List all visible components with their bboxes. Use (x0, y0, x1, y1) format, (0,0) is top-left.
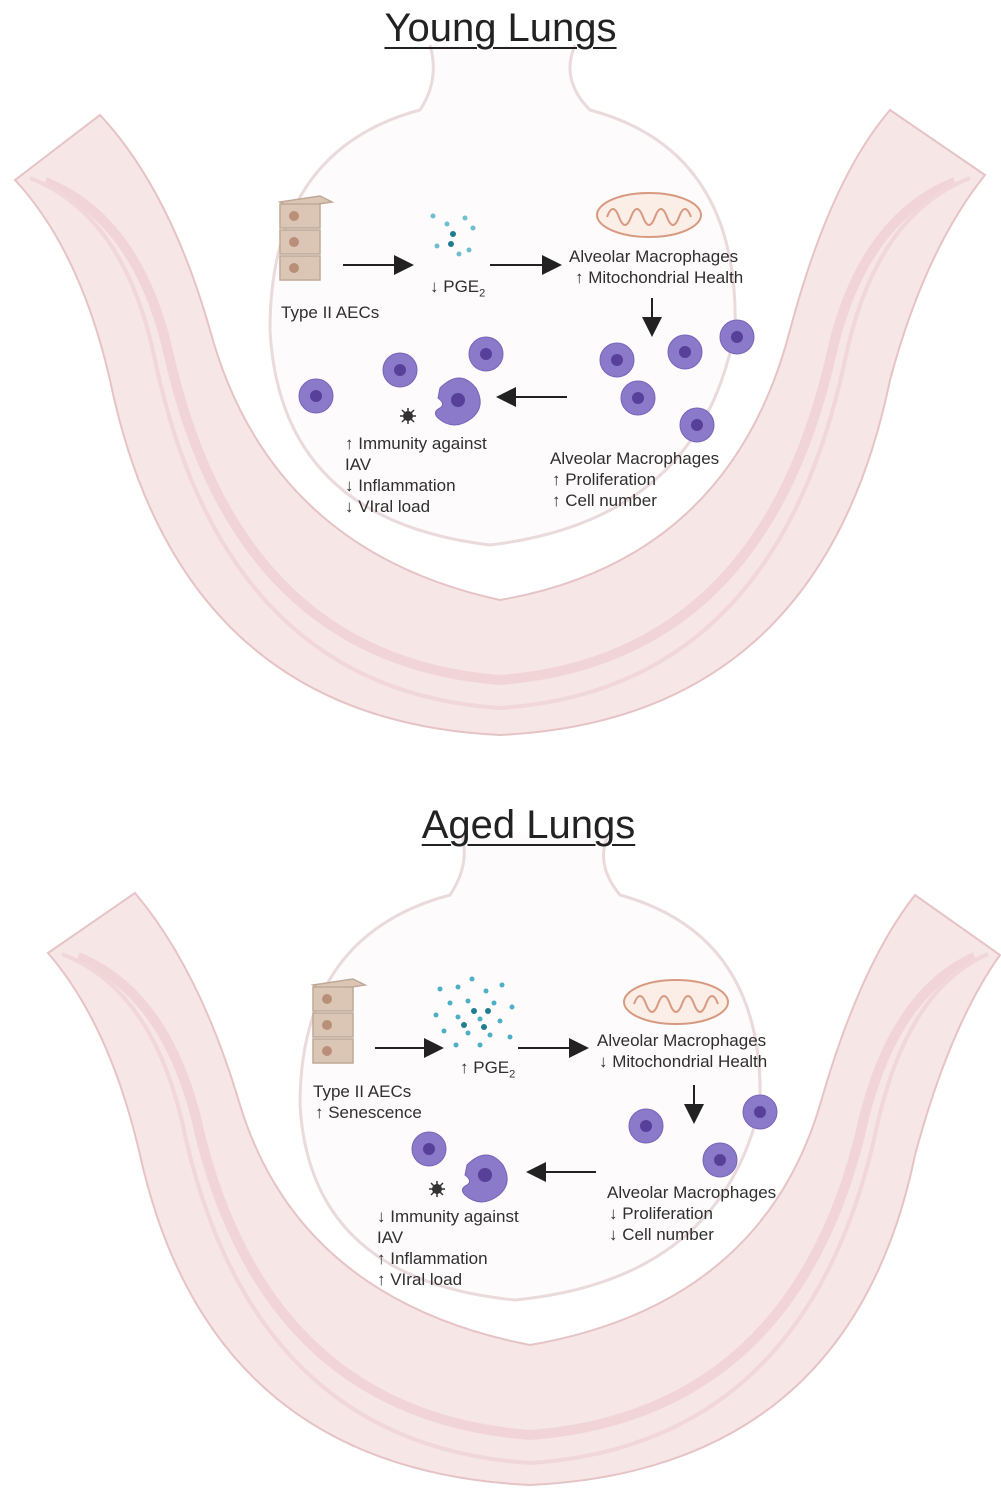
pge2-label: ↓ PGE2 (430, 276, 485, 304)
macrophages-fighting-virus (290, 330, 510, 440)
am-mito-label: Alveolar Macrophages ↑ Mitochondrial Hea… (569, 246, 743, 288)
virus-icon (400, 408, 416, 424)
macrophages-fighting-virus (405, 1127, 515, 1207)
am-mito-label: Alveolar Macrophages ↓ Mitochondrial Hea… (597, 1030, 767, 1072)
arrows (0, 745, 1001, 1490)
am-proliferation-label: Alveolar Macrophages ↓ Proliferation ↓ C… (607, 1182, 776, 1245)
alveolar-macrophages-cluster (590, 310, 770, 450)
pge2-molecules (428, 973, 523, 1053)
alveolar-macrophages-cluster (620, 1090, 790, 1190)
mitochondrion-icon (622, 977, 732, 1027)
young-lungs-panel: Young Lungs Type II AECs ↓ PGE2 (0, 0, 1001, 745)
pge2-molecules (425, 210, 485, 265)
am-proliferation-label: Alveolar Macrophages ↑ Proliferation ↑ C… (550, 448, 719, 511)
outcome-label: ↓ Immunity against IAV ↑ Inflammation ↑ … (377, 1206, 519, 1290)
pge2-label: ↑ PGE2 (460, 1057, 515, 1085)
outcome-label: ↑ Immunity against IAV ↓ Inflammation ↓ … (345, 433, 487, 517)
aged-lungs-panel: Aged Lungs Type II AECs ↑ Senescence (0, 745, 1001, 1490)
virus-icon (429, 1181, 445, 1197)
mitochondrion-icon (595, 190, 705, 240)
